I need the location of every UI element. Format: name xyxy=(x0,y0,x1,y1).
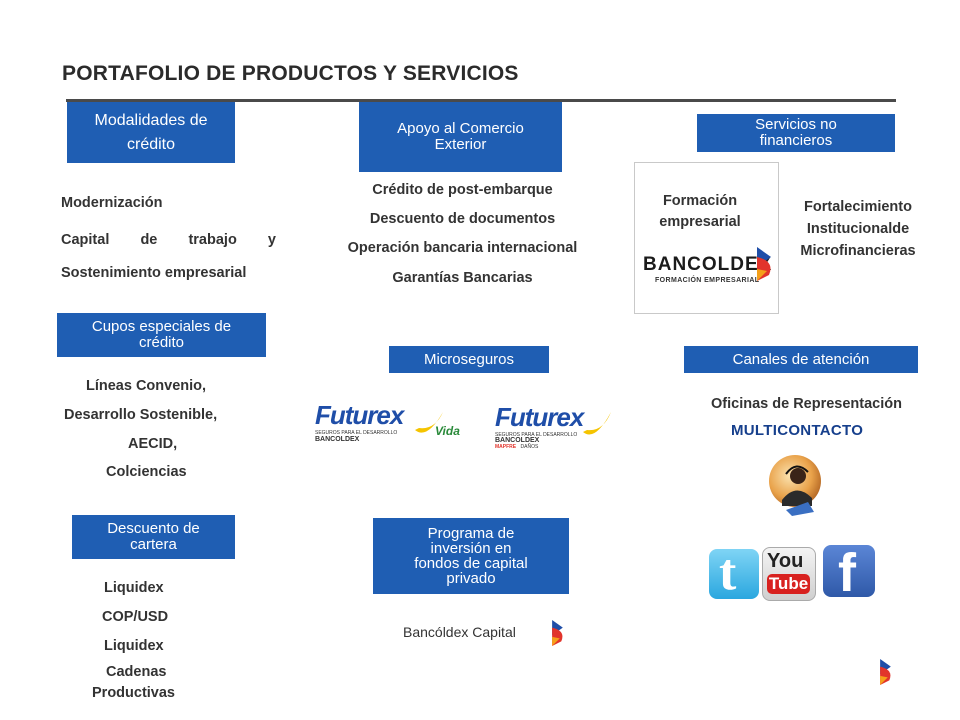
futurex-mapfre-line: MAPFRE DAÑOS xyxy=(495,444,538,450)
apoyo-item: Operación bancaria internacional xyxy=(347,240,578,256)
servicios-no-financieros-header[interactable]: Servicios no financieros xyxy=(697,114,895,152)
apoyo-item: Crédito de post-embarque xyxy=(372,182,553,198)
cupos-item: Desarrollo Sostenible, xyxy=(64,407,218,423)
youtube-you-text: You xyxy=(767,550,804,572)
oficinas-representacion-text: Oficinas de Representación xyxy=(711,396,902,412)
modalidades-item: Sostenimiento empresarial xyxy=(61,265,247,281)
canales-atencion-header[interactable]: Canales de atención xyxy=(684,346,918,373)
programa-label-line1: Programa de xyxy=(427,525,515,542)
programa-label-line3: fondos de capital xyxy=(414,555,528,572)
youtube-tube-text: Tube xyxy=(767,574,810,594)
programa-label-line4: privado xyxy=(446,570,496,587)
cupos-item: Colciencias xyxy=(106,464,187,480)
bancoldex-logo-icon xyxy=(552,620,563,646)
modalidades-item: Capital de trabajo y xyxy=(61,232,276,248)
facebook-icon[interactable]: f xyxy=(823,543,875,603)
headset-agent-icon xyxy=(769,455,821,516)
bancoldex-wordmark: BANCOLDEX xyxy=(643,254,773,275)
formacion-empresarial-card[interactable]: Formación empresarial BANCOLDEX FORMACIÓ… xyxy=(634,162,779,314)
cupos-especiales-header[interactable]: Cupos especiales de crédito xyxy=(57,313,266,357)
fort-line3: Microfinancieras xyxy=(800,243,916,259)
modalidades-label-line2: crédito xyxy=(126,135,176,153)
futurex-bancoldex-text: BANCOLDEX xyxy=(495,437,540,444)
futurex-vida-text: Vida xyxy=(435,424,460,438)
twitter-icon[interactable]: t xyxy=(709,544,759,601)
multicontacto-text: MULTICONTACTO xyxy=(731,422,864,439)
descuento-cartera-header[interactable]: Descuento de cartera xyxy=(72,515,235,559)
bancoldex-subtitle: FORMACIÓN EMPRESARIAL xyxy=(655,277,760,284)
trabajo-word: trabajo xyxy=(188,232,237,248)
futurex-small-text: SEGUROS PARA EL DESARROLLO xyxy=(495,432,578,438)
facebook-letter: f xyxy=(838,543,856,603)
page-title: PORTAFOLIO DE PRODUCTOS Y SERVICIOS xyxy=(62,62,519,85)
cupos-label-line1: Cupos especiales de xyxy=(91,318,232,335)
title-divider xyxy=(66,99,896,102)
fort-line2: Institucionalde xyxy=(806,221,910,237)
twitter-letter: t xyxy=(719,544,737,601)
descuento-item: Productivas xyxy=(92,685,175,701)
futurex-vida-logo: Futurex Vida SEGUROS PARA EL DESARROLLO … xyxy=(313,400,460,448)
futurex-wordmark: Futurex xyxy=(495,402,584,432)
apoyo-item: Descuento de documentos xyxy=(369,211,556,227)
mapfre-text: MAPFRE xyxy=(495,444,517,450)
modalidades-item: Modernización xyxy=(61,195,163,211)
fort-line1: Fortalecimiento xyxy=(804,199,912,215)
descuento-item: Cadenas xyxy=(106,664,167,680)
servicios-label-line2: financieros xyxy=(759,132,833,149)
programa-inversion-header[interactable]: Programa de inversión en fondos de capit… xyxy=(373,518,569,594)
apoyo-label-line1: Apoyo al Comercio xyxy=(397,120,524,137)
formacion-line1: Formación xyxy=(662,193,738,209)
canales-label: Canales de atención xyxy=(732,350,870,368)
y-word: y xyxy=(267,232,276,248)
capital-word: Capital xyxy=(61,232,110,248)
microseguros-label: Microseguros xyxy=(423,350,515,368)
apoyo-item: Garantías Bancarias xyxy=(392,270,533,286)
futurex-swoosh-icon xyxy=(415,412,443,433)
microseguros-header[interactable]: Microseguros xyxy=(389,346,549,373)
de-word: de xyxy=(140,232,158,248)
bancoldex-logo-icon xyxy=(757,247,771,281)
futurex-small-text: SEGUROS PARA EL DESARROLLO xyxy=(315,430,398,436)
fortalecimiento-text: Fortalecimiento Institucionalde Microfin… xyxy=(783,196,933,262)
apoyo-label-line2: Exterior xyxy=(434,136,487,153)
futurex-wordmark: Futurex xyxy=(315,400,404,430)
descuento-item: Liquidex xyxy=(104,638,164,654)
bancoldex-capital-text: Bancóldex Capital xyxy=(403,624,516,640)
descuento-label-line2: cartera xyxy=(130,536,177,553)
descuento-item: Liquidex xyxy=(104,580,164,596)
modalidades-label-line1: Modalidades de xyxy=(94,111,208,129)
programa-label-line2: inversión en xyxy=(430,540,512,557)
modalidades-credito-header[interactable]: Modalidades de crédito xyxy=(67,102,235,163)
cupos-item: Líneas Convenio, xyxy=(86,378,207,394)
servicios-label-line1: Servicios no xyxy=(755,116,837,133)
futurex-swoosh-icon xyxy=(583,412,611,435)
descuento-item: COP/USD xyxy=(102,609,169,625)
descuento-label-line1: Descuento de xyxy=(107,520,200,537)
apoyo-comercio-exterior-header[interactable]: Apoyo al Comercio Exterior xyxy=(359,102,562,172)
youtube-icon[interactable]: You Tube xyxy=(762,547,816,601)
cupos-item: AECID, xyxy=(128,436,178,452)
cupos-label-line2: crédito xyxy=(138,334,185,351)
formacion-line2: empresarial xyxy=(659,214,741,230)
futurex-mapfre-logo: Futurex SEGUROS PARA EL DESARROLLO BANCO… xyxy=(493,402,613,450)
bancoldex-corner-logo-icon xyxy=(880,659,891,685)
danos-text: DAÑOS xyxy=(520,444,539,450)
futurex-bancoldex-text: BANCOLDEX xyxy=(315,436,360,443)
